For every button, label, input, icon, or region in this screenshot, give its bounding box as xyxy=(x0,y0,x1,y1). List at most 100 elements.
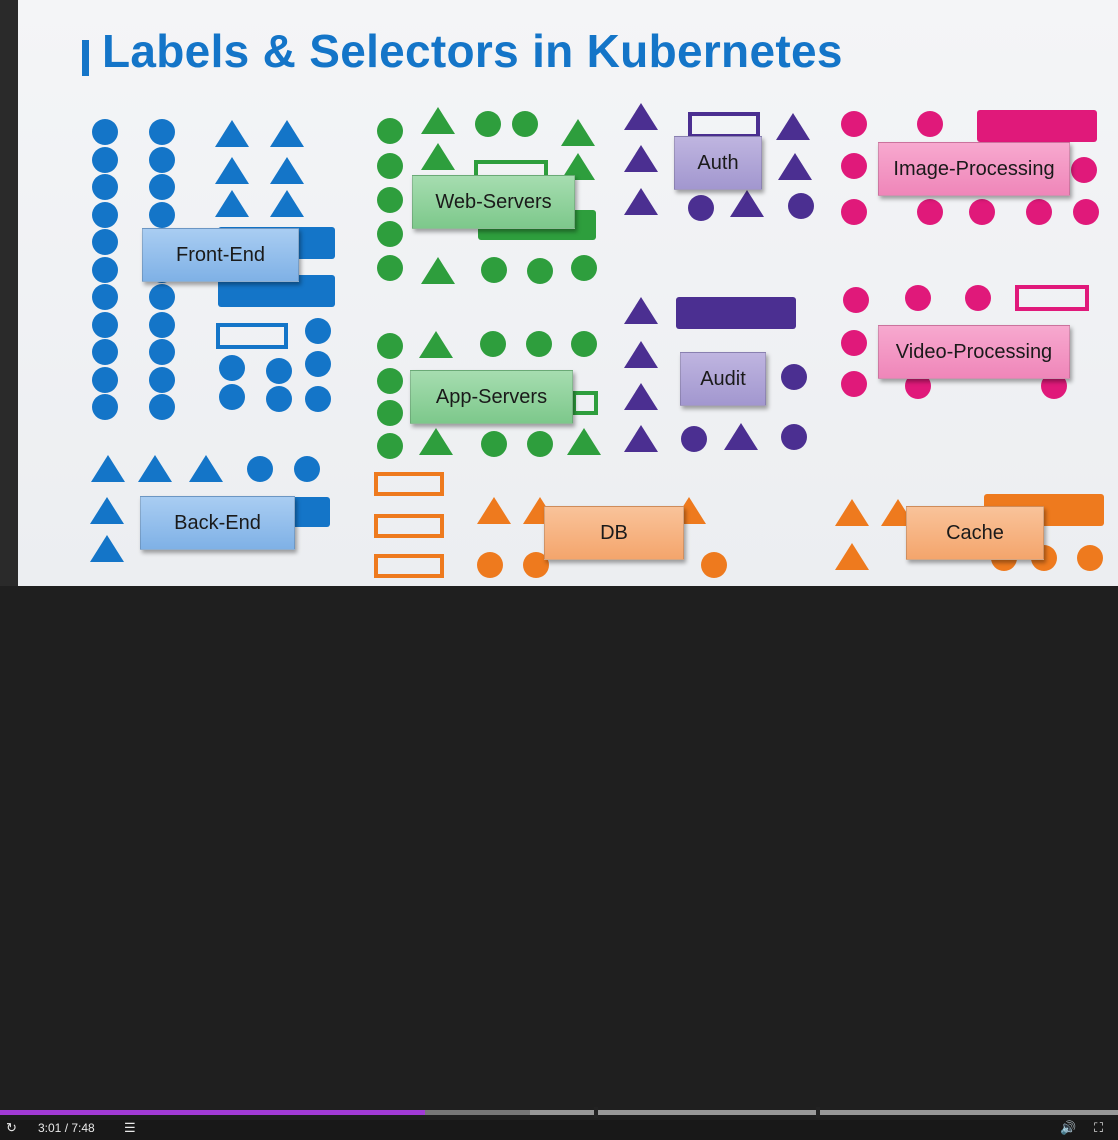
pod-circle xyxy=(1077,545,1103,571)
pod-circle xyxy=(149,394,175,420)
pod-circle xyxy=(701,552,727,578)
pod-circle xyxy=(219,384,245,410)
pod-circle xyxy=(377,255,403,281)
left-edge xyxy=(0,0,18,586)
label-db: DB xyxy=(544,506,684,560)
pod-circle xyxy=(905,285,931,311)
pod-circle xyxy=(1041,373,1067,399)
pod-triangle xyxy=(778,153,812,180)
pod-circle xyxy=(294,456,320,482)
pod-circle xyxy=(480,331,506,357)
pod-circle xyxy=(781,424,807,450)
pod-rect-outline xyxy=(374,554,444,578)
pod-triangle xyxy=(421,107,455,134)
pod-triangle xyxy=(270,120,304,147)
pod-circle xyxy=(481,257,507,283)
menu-icon[interactable]: ☰ xyxy=(124,1120,136,1135)
pod-circle xyxy=(377,333,403,359)
pod-triangle xyxy=(561,119,595,146)
pod-triangle xyxy=(835,499,869,526)
pod-circle xyxy=(512,111,538,137)
pod-circle xyxy=(266,358,292,384)
label-app-servers: App-Servers xyxy=(410,370,573,424)
pod-circle xyxy=(149,202,175,228)
pod-triangle xyxy=(215,157,249,184)
pod-circle xyxy=(266,386,292,412)
pod-circle xyxy=(841,111,867,137)
pod-triangle xyxy=(724,423,758,450)
label-front-end: Front-End xyxy=(142,228,299,282)
pod-circle xyxy=(149,312,175,338)
pod-circle xyxy=(965,285,991,311)
label-cache: Cache xyxy=(906,506,1044,560)
pod-circle xyxy=(527,431,553,457)
pod-circle xyxy=(788,193,814,219)
pod-circle xyxy=(841,371,867,397)
pod-triangle xyxy=(90,535,124,562)
pod-triangle xyxy=(624,145,658,172)
pod-rect xyxy=(977,110,1097,142)
pod-circle xyxy=(377,221,403,247)
pod-triangle xyxy=(624,383,658,410)
pod-rect-outline xyxy=(374,472,444,496)
pod-circle xyxy=(571,255,597,281)
pod-circle xyxy=(92,229,118,255)
label-auth: Auth xyxy=(674,136,762,190)
pod-circle xyxy=(219,355,245,381)
pod-circle xyxy=(526,331,552,357)
pod-circle xyxy=(92,339,118,365)
pod-circle xyxy=(917,111,943,137)
pod-circle xyxy=(149,367,175,393)
pod-circle xyxy=(149,147,175,173)
pod-circle xyxy=(305,351,331,377)
pod-rect-outline xyxy=(374,514,444,538)
progress-buffer xyxy=(420,1110,530,1115)
pod-circle xyxy=(377,118,403,144)
pod-rect xyxy=(218,275,335,307)
volume-icon[interactable]: 🔊 xyxy=(1060,1120,1077,1135)
pod-circle xyxy=(92,119,118,145)
pod-triangle xyxy=(730,190,764,217)
pod-circle xyxy=(523,552,549,578)
pod-circle xyxy=(917,199,943,225)
pod-circle xyxy=(247,456,273,482)
pod-circle xyxy=(149,339,175,365)
pod-triangle xyxy=(776,113,810,140)
pod-circle xyxy=(92,284,118,310)
pod-circle xyxy=(305,386,331,412)
pod-circle xyxy=(377,153,403,179)
pod-triangle xyxy=(835,543,869,570)
replay-icon[interactable]: ↻ xyxy=(6,1120,17,1135)
pod-circle xyxy=(377,433,403,459)
video-player-controls: ↻ 3:01 / 7:48 ☰ 🔊 ⛶ xyxy=(0,554,1118,1140)
pod-triangle xyxy=(624,297,658,324)
pod-circle xyxy=(305,318,331,344)
pod-triangle xyxy=(477,497,511,524)
chapter-marker[interactable] xyxy=(594,1107,598,1118)
pod-circle xyxy=(377,187,403,213)
pod-circle xyxy=(92,367,118,393)
pod-rect-outline xyxy=(1015,285,1089,311)
pod-circle xyxy=(681,426,707,452)
pod-rect xyxy=(676,297,796,329)
label-video-processing: Video-Processing xyxy=(878,325,1070,379)
fullscreen-icon[interactable]: ⛶ xyxy=(1094,1120,1104,1135)
pod-circle xyxy=(905,373,931,399)
pod-triangle xyxy=(421,257,455,284)
controls-row xyxy=(0,1120,1118,1140)
pod-circle xyxy=(149,119,175,145)
pod-circle xyxy=(475,111,501,137)
pod-triangle xyxy=(419,428,453,455)
chapter-marker[interactable] xyxy=(816,1107,820,1118)
pod-circle xyxy=(92,202,118,228)
pod-circle xyxy=(92,147,118,173)
pod-triangle xyxy=(624,341,658,368)
pod-triangle xyxy=(270,190,304,217)
pod-triangle xyxy=(91,455,125,482)
label-audit: Audit xyxy=(680,352,766,406)
pod-circle xyxy=(843,287,869,313)
pod-circle xyxy=(969,199,995,225)
playback-time: 3:01 / 7:48 xyxy=(38,1121,95,1135)
progress-fill[interactable] xyxy=(0,1110,425,1115)
pod-circle xyxy=(92,394,118,420)
